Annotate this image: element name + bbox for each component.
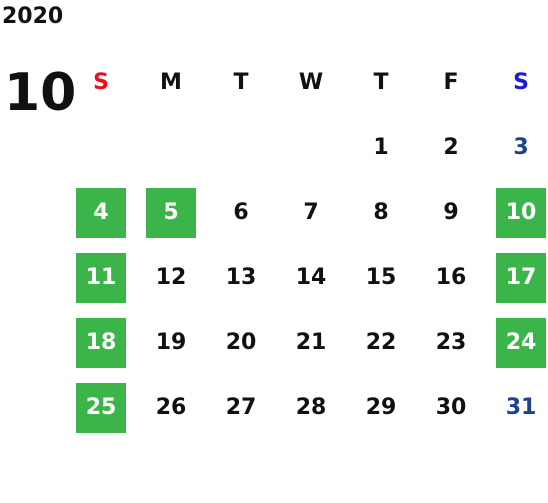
calendar-day-number: 7 <box>303 200 319 225</box>
calendar-day[interactable]: 5 <box>136 180 206 245</box>
calendar-day[interactable]: 9 <box>416 180 486 245</box>
calendar-day[interactable]: 17 <box>486 245 548 310</box>
weekday-header: S <box>513 70 529 95</box>
calendar-day-number: 11 <box>76 252 126 303</box>
calendar-day[interactable]: 6 <box>206 180 276 245</box>
calendar-day[interactable]: 15 <box>346 245 416 310</box>
calendar-day[interactable]: 28 <box>276 375 346 440</box>
calendar-day[interactable]: 3 <box>486 115 548 180</box>
calendar-day[interactable]: 30 <box>416 375 486 440</box>
calendar-month: 10 <box>4 63 77 123</box>
calendar-day-number: 26 <box>155 395 187 420</box>
calendar-day-number: 15 <box>365 265 397 290</box>
calendar-day-number: 27 <box>225 395 257 420</box>
calendar-day[interactable]: 12 <box>136 245 206 310</box>
calendar-day-number: 25 <box>76 382 126 433</box>
calendar-day[interactable]: 2 <box>416 115 486 180</box>
calendar-empty-cell <box>66 115 136 180</box>
calendar-day[interactable]: 1 <box>346 115 416 180</box>
calendar-day[interactable]: 22 <box>346 310 416 375</box>
calendar-day[interactable]: 10 <box>486 180 548 245</box>
calendar-day-number: 10 <box>496 187 546 238</box>
weekday-header: M <box>160 70 182 95</box>
calendar-day[interactable]: 29 <box>346 375 416 440</box>
calendar-day[interactable]: 13 <box>206 245 276 310</box>
weekday-header: S <box>93 70 109 95</box>
calendar-day[interactable]: 8 <box>346 180 416 245</box>
calendar-day-number: 6 <box>233 200 249 225</box>
calendar-day[interactable]: 4 <box>66 180 136 245</box>
calendar-day-number: 13 <box>225 265 257 290</box>
calendar-day-number: 3 <box>513 135 529 160</box>
calendar-day[interactable]: 7 <box>276 180 346 245</box>
calendar-day-number: 22 <box>365 330 397 355</box>
calendar-day-number: 2 <box>443 135 459 160</box>
calendar-day-number: 24 <box>496 317 546 368</box>
calendar-day[interactable]: 26 <box>136 375 206 440</box>
calendar-day[interactable]: 27 <box>206 375 276 440</box>
calendar-day-number: 9 <box>443 200 459 225</box>
weekday-header: T <box>373 70 389 95</box>
calendar-day[interactable]: 11 <box>66 245 136 310</box>
calendar-empty-cell <box>276 115 346 180</box>
weekday-header: F <box>443 70 459 95</box>
calendar-day-number: 4 <box>76 187 126 238</box>
calendar-day[interactable]: 16 <box>416 245 486 310</box>
calendar-day[interactable]: 25 <box>66 375 136 440</box>
calendar-day-number: 23 <box>435 330 467 355</box>
calendar-empty-cell <box>136 115 206 180</box>
calendar-day-number: 18 <box>76 317 126 368</box>
calendar-day-number: 14 <box>295 265 327 290</box>
calendar-day-number: 21 <box>295 330 327 355</box>
calendar-empty-cell <box>206 115 276 180</box>
calendar-day-number: 16 <box>435 265 467 290</box>
weekday-header: T <box>233 70 249 95</box>
calendar-day-number: 12 <box>155 265 187 290</box>
calendar-day[interactable]: 24 <box>486 310 548 375</box>
calendar-day[interactable]: 21 <box>276 310 346 375</box>
calendar-day-number: 19 <box>155 330 187 355</box>
calendar-day-number: 17 <box>496 252 546 303</box>
calendar-day-number: 31 <box>505 395 537 420</box>
calendar-day-number: 29 <box>365 395 397 420</box>
calendar-day-number: 1 <box>373 135 389 160</box>
calendar-year: 2020 <box>2 4 64 29</box>
calendar-day[interactable]: 31 <box>486 375 548 440</box>
calendar-day-number: 20 <box>225 330 257 355</box>
calendar-day-number: 28 <box>295 395 327 420</box>
calendar-day-number: 30 <box>435 395 467 420</box>
calendar-day-number: 8 <box>373 200 389 225</box>
weekday-header: W <box>298 70 324 95</box>
calendar-day[interactable]: 20 <box>206 310 276 375</box>
calendar-day[interactable]: 14 <box>276 245 346 310</box>
calendar-day-number: 5 <box>146 187 196 238</box>
calendar-day[interactable]: 18 <box>66 310 136 375</box>
calendar-day[interactable]: 23 <box>416 310 486 375</box>
calendar-day[interactable]: 19 <box>136 310 206 375</box>
